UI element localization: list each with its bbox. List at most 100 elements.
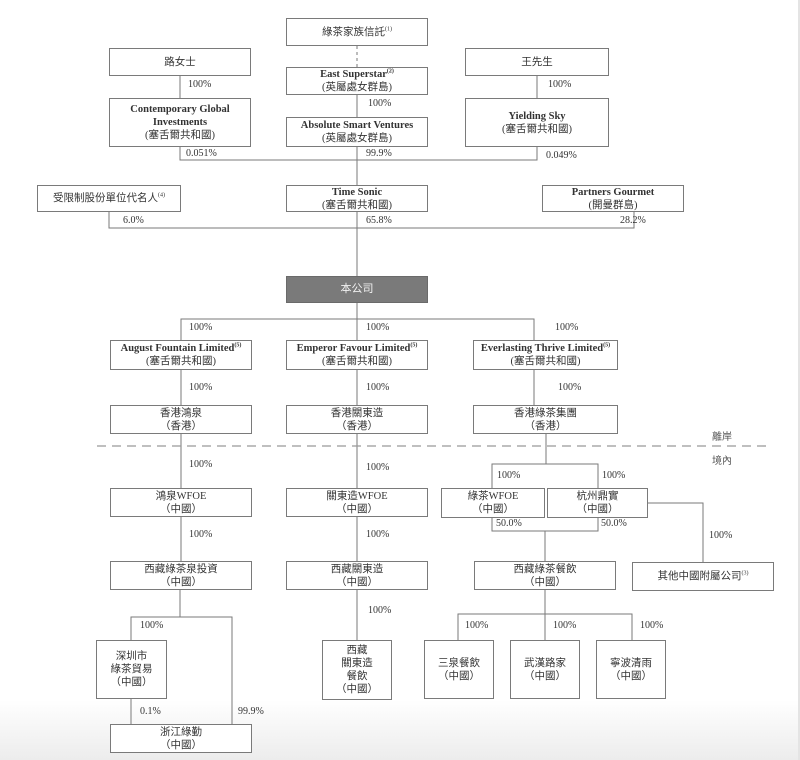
- pct-guandongzao-tibet: 100%: [366, 529, 390, 540]
- node-partners-gourmet: Partners Gourmet (開曼群島): [542, 185, 684, 212]
- node-label: 西藏: [346, 645, 368, 656]
- node-label: Partners Gourmet: [571, 186, 655, 198]
- node-label: Time Sonic: [331, 186, 383, 198]
- node-ms-lu: 路女士: [109, 48, 251, 76]
- pct-greentea-catering: 50.0%: [496, 518, 522, 529]
- node-everlasting-thrive: Everlasting Thrive Limited(5) (塞舌爾共和國): [473, 340, 618, 370]
- pct-hk-hongquan-wfoe: 100%: [189, 459, 213, 470]
- node-other-prc-subsidiaries: 其他中國附屬公司(3): [632, 562, 774, 591]
- pct-hangzhou-catering: 50.0%: [601, 518, 627, 529]
- node-ningbo-qingyu: 寧波清雨 （中國）: [596, 640, 666, 699]
- pct-tibetquan-zhejiang: 99.9%: [238, 706, 264, 717]
- node-tibet-guandongzao-catering: 西藏 關東造 餐飲 （中國）: [322, 640, 392, 700]
- link-bracket-three: [457, 613, 633, 640]
- pct-tibetquan-shenzhen: 100%: [140, 620, 164, 631]
- node-jurisdiction: （中國）: [610, 670, 652, 682]
- footnote-mark: (5): [234, 342, 242, 349]
- pct-shenzhen-zhejiang: 0.1%: [140, 706, 161, 717]
- node-jurisdiction: (塞舌爾共和國): [146, 356, 216, 367]
- node-hangzhou-dingshi: 杭州鼎實 （中國）: [547, 488, 648, 518]
- node-jurisdiction: （中國）: [160, 576, 202, 588]
- node-label: Absolute Smart Ventures: [300, 120, 414, 131]
- pct-wang-yielding: 100%: [548, 79, 572, 90]
- pct-absolute: 99.9%: [366, 148, 392, 159]
- node-label: 杭州鼎實: [576, 491, 619, 502]
- node-label-2: Investments: [152, 117, 208, 128]
- node-label: 深圳市: [115, 651, 148, 662]
- node-jurisdiction: （香港）: [160, 420, 202, 432]
- node-label: 西藏關東造: [330, 563, 384, 575]
- pct-tibetgdz-catering: 100%: [368, 605, 392, 616]
- node-label: East Superstar: [320, 69, 387, 80]
- node-label: August Fountain Limited: [120, 343, 235, 354]
- node-label: 三泉餐飲: [438, 657, 480, 669]
- node-jurisdiction: (塞舌爾共和國): [322, 356, 392, 367]
- node-hk-guandongzao: 香港關東造 （香港）: [286, 405, 428, 434]
- pct-catering-sanquan: 100%: [465, 620, 489, 631]
- node-wuhan-lujia: 武漢路家 （中國）: [510, 640, 580, 699]
- pct-company-emperor: 100%: [366, 322, 390, 333]
- pct-everlasting-hk: 100%: [558, 382, 582, 393]
- footnote-mark: (5): [603, 342, 611, 349]
- node-jurisdiction: （中國）: [336, 684, 378, 695]
- node-contemporary-global: Contemporary Global Investments (塞舌爾共和國): [109, 98, 251, 147]
- node-the-company: 本公司: [286, 276, 428, 303]
- node-label: 關東造WFOE: [326, 490, 388, 502]
- node-label: 西藏綠茶泉投資: [144, 563, 218, 575]
- node-shenzhen-greentea-trading: 深圳市 綠茶貿易 （中國）: [96, 640, 167, 699]
- node-label: 香港關東造: [330, 407, 384, 419]
- zone-offshore-label: 離岸: [712, 432, 732, 443]
- node-jurisdiction: （中國）: [110, 677, 153, 688]
- node-jurisdiction: (英屬處女群島): [322, 82, 392, 93]
- footnote-mark: (3): [741, 570, 749, 577]
- pct-hangzhou-other: 100%: [709, 530, 733, 541]
- node-label: 綠茶WFOE: [467, 491, 519, 502]
- link-bracket-subs: [180, 318, 535, 340]
- pct-yielding: 0.049%: [546, 150, 577, 161]
- link-bracket-shenzhen-zhejiang: [130, 616, 233, 724]
- pct-company-august: 100%: [189, 322, 213, 333]
- node-label: 香港鴻泉: [160, 407, 202, 419]
- node-tibet-guandongzao: 西藏關東造 （中國）: [286, 561, 428, 590]
- node-yielding-sky: Yielding Sky (塞舌爾共和國): [465, 98, 609, 147]
- node-label: 王先生: [521, 56, 553, 68]
- node-jurisdiction: （中國）: [336, 503, 378, 515]
- node-jurisdiction: （中國）: [438, 670, 480, 682]
- pct-restricted: 6.0%: [123, 215, 144, 226]
- node-label: 路女士: [164, 56, 196, 68]
- pct-contemporary: 0.051%: [186, 148, 217, 159]
- footnote-mark: (5): [410, 342, 418, 349]
- pct-timesonic: 65.8%: [366, 215, 392, 226]
- node-greentea-family-trust: 綠茶家族信託(1): [286, 18, 428, 46]
- footnote-mark: (4): [158, 192, 165, 199]
- node-august-fountain: August Fountain Limited(5) (塞舌爾共和國): [110, 340, 252, 370]
- node-hk-greentea-group: 香港綠茶集團 （香港）: [473, 405, 618, 434]
- node-label: Everlasting Thrive Limited: [480, 343, 604, 354]
- node-jurisdiction: （中國）: [524, 576, 566, 588]
- pct-hongquan-tibet: 100%: [189, 529, 213, 540]
- pct-hk-hangzhou: 100%: [602, 470, 626, 481]
- pct-catering-ningbo: 100%: [640, 620, 664, 631]
- node-tibet-greentea-catering: 西藏綠茶餐飲 （中國）: [474, 561, 616, 590]
- node-label-2: 關東造: [341, 658, 373, 669]
- node-label: 綠茶家族信託: [322, 26, 385, 38]
- node-emperor-favour: Emperor Favour Limited(5) (塞舌爾共和國): [286, 340, 428, 370]
- pct-hk-greentea-wfoe: 100%: [497, 470, 521, 481]
- link-bracket-wfoe: [491, 463, 599, 488]
- node-label: 本公司: [340, 283, 374, 295]
- node-restricted-share-nominee: 受限制股份單位代名人(4): [37, 185, 181, 212]
- page-edge: [798, 0, 800, 760]
- pct-emperor-hk: 100%: [366, 382, 390, 393]
- node-label-2: 綠茶貿易: [110, 664, 153, 675]
- node-label: 受限制股份單位代名人: [53, 193, 158, 204]
- link-bracket-timesonic: [179, 147, 538, 161]
- node-jurisdiction: （中國）: [524, 670, 566, 682]
- node-label: 浙江綠勤: [160, 726, 202, 738]
- node-jurisdiction: (英屬處女群島): [322, 133, 392, 144]
- pct-east-absolute: 100%: [368, 98, 392, 109]
- node-jurisdiction: （中國）: [472, 504, 514, 515]
- link-hangzhou-other: [648, 502, 704, 562]
- pct-august-hk: 100%: [189, 382, 213, 393]
- node-absolute-smart: Absolute Smart Ventures (英屬處女群島): [286, 117, 428, 147]
